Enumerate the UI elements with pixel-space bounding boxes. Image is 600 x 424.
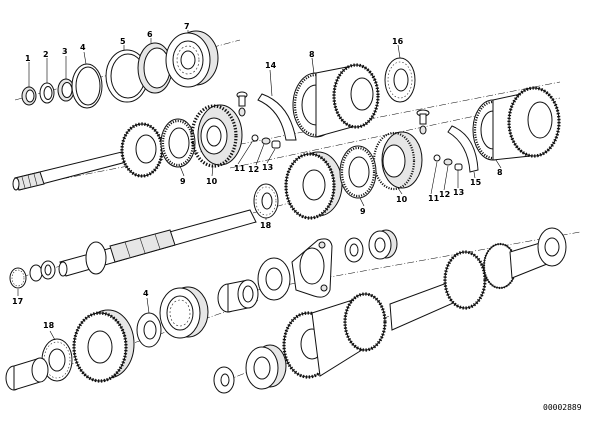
synchro-ring-9a: [160, 118, 196, 168]
callout-8-top: 8: [309, 50, 315, 59]
leader-lines: [17, 30, 502, 341]
gear-middle-large: [284, 151, 343, 220]
shift-pin-right: [416, 109, 430, 135]
needle-bearing-18-mid: [253, 183, 279, 219]
bushing-lower: [217, 279, 259, 313]
callout-10-upper: 10: [206, 177, 218, 186]
callout-14: 14: [265, 61, 277, 70]
callout-12-upper: 12: [248, 165, 259, 174]
input-gear: [120, 122, 164, 178]
callout-17: 17: [12, 297, 23, 306]
callout-9-upper: 9: [180, 177, 186, 186]
ball-bearing-7: [165, 30, 219, 88]
callout-7: 7: [184, 22, 190, 31]
countershaft-lower: [282, 227, 567, 379]
reference-code: 00002889: [543, 403, 582, 412]
bearing-lower: [245, 344, 287, 390]
small-parts-11-12-13: [251, 134, 281, 149]
callout-6: 6: [147, 30, 153, 39]
callout-12-right: 12: [439, 190, 450, 199]
gear-lower-left: [72, 309, 135, 383]
callout-13-right: 13: [453, 188, 464, 197]
callout-18-mid: 18: [260, 221, 272, 230]
shift-pin-upper: [236, 91, 248, 117]
washer-4-lower: [136, 312, 162, 348]
needle-bearing-18-top: [384, 57, 416, 103]
ring-5: [105, 49, 149, 103]
callout-11-right: 11: [428, 194, 440, 203]
callout-13-upper: 13: [262, 163, 273, 172]
sleeve-15: [447, 125, 479, 173]
gear-cluster-upper: [292, 63, 380, 138]
synchro-hub-right: [372, 131, 423, 191]
bushing-lower-left: [5, 357, 49, 391]
synchro-ring-9b: [339, 145, 377, 199]
synchro-hub-upper: [190, 104, 243, 168]
callout-9-mid: 9: [360, 207, 366, 216]
callout-18-low: 18: [43, 321, 55, 330]
callout-4-lower: 4: [143, 289, 149, 298]
callout-5: 5: [120, 37, 126, 46]
callout-15: 15: [470, 178, 482, 187]
callout-4: 4: [80, 43, 86, 52]
callout-10-mid: 10: [396, 195, 408, 204]
washers-left: [29, 260, 56, 282]
callout-1: 1: [25, 54, 31, 63]
bearing-lower-left: [159, 286, 209, 339]
snap-ring-4: [71, 63, 103, 109]
bearing-17: [9, 267, 27, 289]
ring-3: [57, 78, 75, 102]
output-shaft: [58, 209, 257, 277]
gear-cluster-right: [472, 86, 561, 161]
output-flange: [257, 238, 333, 301]
ring-1: [21, 86, 37, 106]
washer-lower: [213, 366, 235, 394]
ring-2: [39, 82, 55, 104]
callout-labels: 1 2 3 4 5 6 7 14 8 16 9 10 11 12 13 9 10…: [12, 22, 503, 330]
callout-16: 16: [392, 37, 404, 46]
sleeve-14: [257, 93, 297, 141]
callout-2: 2: [43, 50, 49, 59]
washers-mid: [344, 229, 398, 263]
callout-3: 3: [62, 47, 68, 56]
callout-11-upper: 11: [234, 164, 246, 173]
main-shaft: [12, 149, 135, 191]
small-parts-right: [433, 154, 463, 171]
callout-8-right: 8: [497, 168, 503, 177]
